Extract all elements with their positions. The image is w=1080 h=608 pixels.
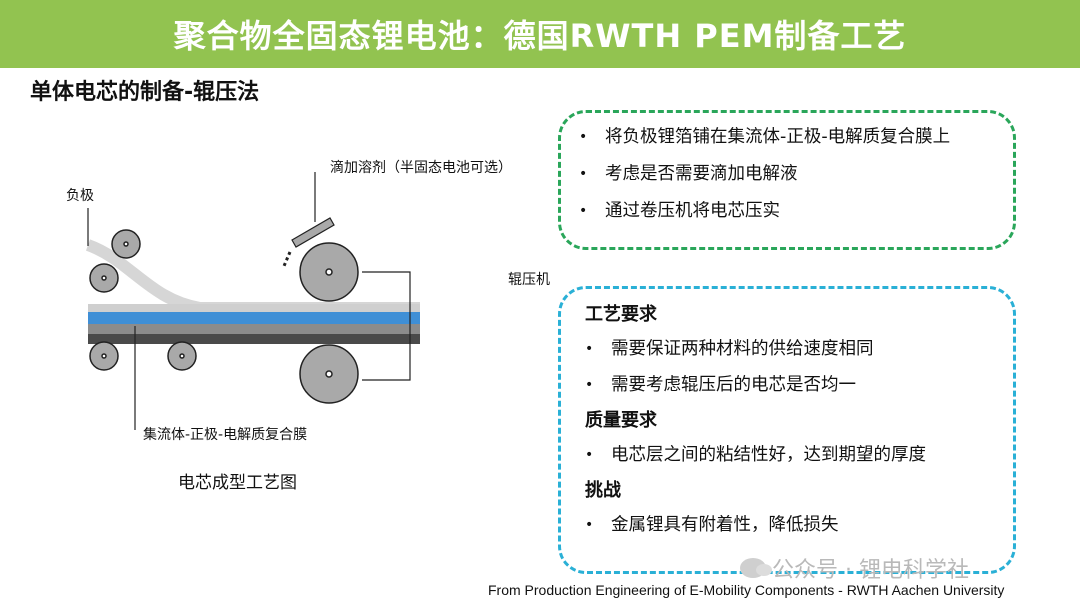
layer-gray-top <box>88 304 420 312</box>
watermark-text: 公众号 · 锂电科学社 <box>772 558 969 583</box>
requirements-box: 工艺要求 • 需要保证两种材料的供给速度相同 • 需要考虑辊压后的电芯是否均一 … <box>558 286 1016 574</box>
list-item-text: 需要考虑辊压后的电芯是否均一 <box>611 375 856 395</box>
list-item: • 需要保证两种材料的供给速度相同 <box>583 337 991 361</box>
list-item: • 金属锂具有附着性，降低损失 <box>583 513 991 537</box>
list-item-text: 通过卷压机将电芯压实 <box>605 201 780 221</box>
small-roller <box>89 229 197 371</box>
list-item-text: 需要保证两种材料的供给速度相同 <box>611 339 874 359</box>
section-subtitle: 单体电芯的制备-辊压法 <box>30 80 260 105</box>
bullet-icon: • <box>585 447 594 463</box>
list-item-text: 金属锂具有附着性，降低损失 <box>611 515 839 535</box>
layer-gray-mid <box>88 324 420 334</box>
label-anode: 负极 <box>66 188 94 204</box>
watermark: 公众号 · 锂电科学社 <box>740 552 969 584</box>
list-item: • 考虑是否需要滴加电解液 <box>579 162 995 186</box>
bullet-icon: • <box>585 377 594 393</box>
label-collector: 集流体-正极-电解质复合膜 <box>143 426 307 443</box>
title-banner: 聚合物全固态锂电池：德国RWTH PEM制备工艺 <box>0 0 1080 68</box>
list-item: • 需要考虑辊压后的电芯是否均一 <box>583 373 991 397</box>
list-item-text: 将负极锂箔铺在集流体-正极-电解质复合膜上 <box>605 127 951 147</box>
list-item: • 将负极锂箔铺在集流体-正极-电解质复合膜上 <box>579 125 995 149</box>
list-item: • 电芯层之间的粘结性好，达到期望的厚度 <box>583 443 991 467</box>
bullet-icon: • <box>579 166 588 182</box>
solvent-nozzle <box>282 217 335 267</box>
section-heading: 挑战 <box>585 480 621 501</box>
layer-blue <box>88 312 420 324</box>
layer-dark <box>88 334 420 344</box>
label-roller: 辊压机 <box>508 272 550 288</box>
bullet-icon: • <box>585 341 594 357</box>
source-citation: From Production Engineering of E-Mobilit… <box>488 582 1005 598</box>
process-steps-box: • 将负极锂箔铺在集流体-正极-电解质复合膜上 • 考虑是否需要滴加电解液 • … <box>558 110 1016 250</box>
bullet-icon: • <box>579 203 588 219</box>
page-title: 聚合物全固态锂电池：德国RWTH PEM制备工艺 <box>173 17 907 55</box>
section-heading: 工艺要求 <box>585 304 657 325</box>
bullet-icon: • <box>579 129 588 145</box>
anode-foil <box>85 239 420 314</box>
bullet-icon: • <box>585 517 594 533</box>
leader-roller <box>362 271 411 381</box>
list-item-text: 电芯层之间的粘结性好，达到期望的厚度 <box>611 445 926 465</box>
list-item: • 通过卷压机将电芯压实 <box>579 199 995 223</box>
diagram-caption: 电芯成型工艺图 <box>178 473 297 493</box>
cell-forming-diagram: 负极 滴加溶剂（半固态电池可选） 辊压机 集流体-正极-电解质复合膜 <box>66 159 550 443</box>
list-item-text: 考虑是否需要滴加电解液 <box>605 164 798 184</box>
big-roller <box>299 242 359 404</box>
label-solvent: 滴加溶剂（半固态电池可选） <box>330 159 512 176</box>
wechat-icon <box>740 558 772 578</box>
section-heading: 质量要求 <box>585 410 657 431</box>
